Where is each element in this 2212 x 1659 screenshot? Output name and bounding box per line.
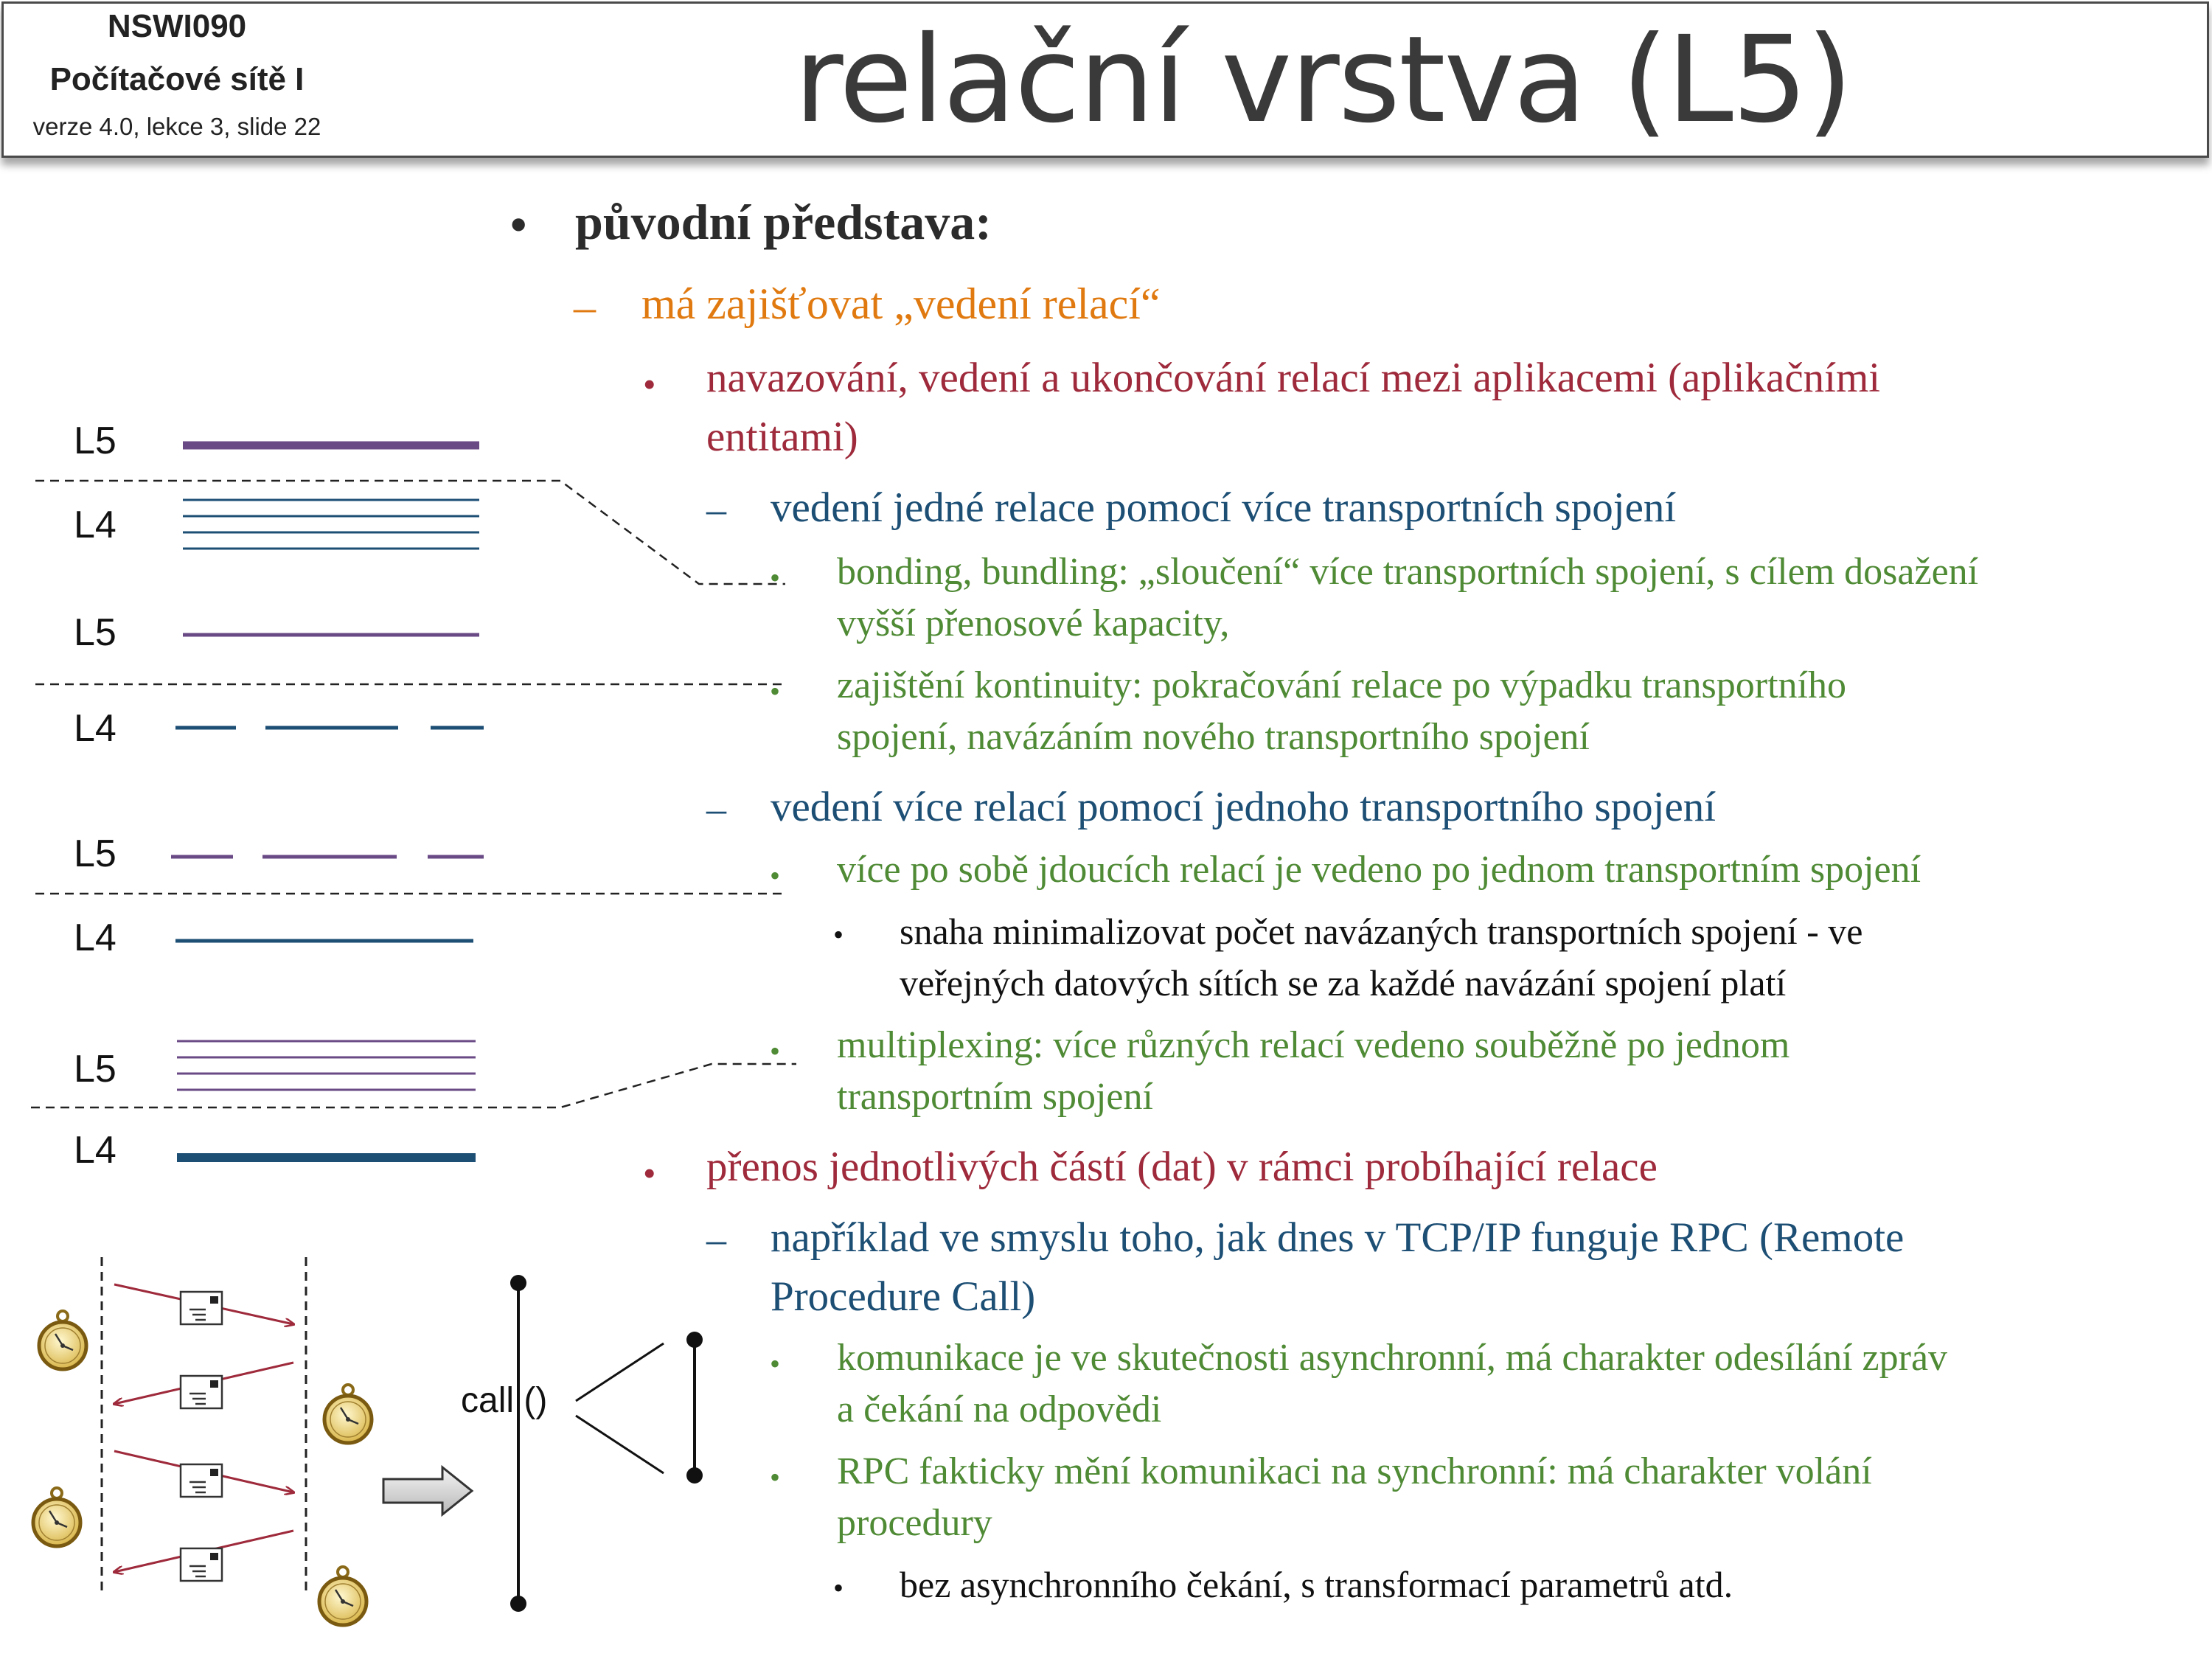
layer-label-l5: L5 <box>74 611 116 654</box>
item-async-communication-cont: a čekání na odpovědi <box>837 1388 1162 1430</box>
item-multiplexing: multiplexing: více různých relací vedeno… <box>837 1024 1790 1066</box>
item-session-lifecycle: navazování, vedení a ukončování relací m… <box>706 355 1881 401</box>
bullet-marker: • <box>770 859 781 892</box>
layer-label-l4: L4 <box>74 504 116 546</box>
item-rpc-synchronous-cont: procedury <box>837 1502 992 1544</box>
slide-header: NSWI090 Počítačové sítě I verze 4.0, lek… <box>1 1 2209 158</box>
layer-label-l5: L5 <box>74 420 116 462</box>
bullet-marker: • <box>770 1034 781 1068</box>
dash-marker: – <box>574 282 596 331</box>
timeline-start-dot <box>510 1275 526 1291</box>
envelope-icon <box>179 1374 223 1410</box>
bullet-marker: • <box>770 1461 781 1494</box>
item-async-communication: komunikace je ve skutečnosti asynchronní… <box>837 1337 1948 1379</box>
envelope-icon <box>179 1547 223 1582</box>
call-line <box>575 1342 664 1402</box>
item-data-transfer: přenos jednotlivých částí (dat) v rámci … <box>706 1144 1658 1190</box>
layer-label-l4: L4 <box>74 707 116 750</box>
bullet-marker: • <box>643 1152 656 1194</box>
bullet-marker: • <box>510 198 527 251</box>
subbullet-session-management: má zajišťovat „vedení relací“ <box>641 279 1161 328</box>
item-rpc-example: například ve smyslu toho, jak dnes v TCP… <box>771 1214 1905 1261</box>
layer-label-l5: L5 <box>74 1048 116 1091</box>
dash-marker: – <box>706 1217 726 1262</box>
callee-end-dot <box>686 1467 703 1484</box>
item-bonding-cont: vyšší přenosové kapacity, <box>837 602 1230 644</box>
section-continuity <box>35 633 785 730</box>
bullet-marker: • <box>770 675 781 708</box>
item-many-sessions-one-connection: vedení více relací pomocí jednoho transp… <box>771 784 1717 830</box>
bullet-marker: • <box>770 561 781 594</box>
bullet-marker: • <box>833 1571 844 1604</box>
stopwatch-icon <box>39 1311 86 1369</box>
course-name: Počítačové sítě I <box>49 61 305 97</box>
item-continuity-cont: spojení, navázáním nového transportního … <box>837 716 1590 758</box>
timeline-end-dot <box>510 1596 526 1612</box>
callee-start-dot <box>686 1332 703 1348</box>
separator-dashed <box>31 1062 796 1109</box>
section-sequential <box>35 855 785 943</box>
bullet-marker: • <box>643 364 656 405</box>
item-multiplexing-cont: transportním spojení <box>837 1076 1153 1118</box>
dash-marker: – <box>706 487 726 532</box>
bullet-original-idea: původní představa: <box>575 194 992 250</box>
sync-call-diagram <box>510 1275 703 1612</box>
stopwatch-icon <box>319 1567 366 1625</box>
dash-marker: – <box>706 787 726 831</box>
envelope-icon <box>179 1463 223 1498</box>
layer-label-l4: L4 <box>74 1129 116 1172</box>
section-multiplexing <box>31 1040 796 1162</box>
item-minimize-connections-cont: veřejných datových sítích se za každé na… <box>900 962 1787 1004</box>
item-no-async-wait: bez asynchronního čekání, s transformací… <box>900 1564 1733 1605</box>
course-code: NSWI090 <box>107 8 247 44</box>
arrow-right-icon <box>382 1464 474 1517</box>
item-session-lifecycle-cont: entitami) <box>706 414 858 460</box>
stopwatch-icon <box>324 1385 372 1443</box>
item-one-session-many-connections: vedení jedné relace pomocí více transpor… <box>771 484 1677 531</box>
bullet-marker: • <box>833 918 844 951</box>
layer-label-l5: L5 <box>74 832 116 875</box>
slide-title: relační vrstva (L5) <box>794 11 1853 150</box>
bullet-marker: • <box>770 1347 781 1380</box>
separator-dashed <box>35 479 785 585</box>
item-rpc-synchronous: RPC fakticky mění komunikaci na synchron… <box>837 1450 1872 1492</box>
return-line <box>575 1414 664 1475</box>
item-continuity: zajištění kontinuity: pokračování relace… <box>837 664 1846 706</box>
slide-version: verze 4.0, lekce 3, slide 22 <box>32 113 321 140</box>
rpc-call-label: call () <box>461 1381 548 1420</box>
stopwatch-icon <box>33 1488 80 1546</box>
layer-label-l4: L4 <box>74 917 116 959</box>
item-bonding: bonding, bundling: „sloučení“ více trans… <box>837 551 1979 593</box>
item-minimize-connections: snaha minimalizovat počet navázaných tra… <box>900 911 1863 952</box>
item-rpc-example-cont: Procedure Call) <box>771 1273 1036 1320</box>
async-messages <box>33 1257 372 1625</box>
item-sequential-sessions: více po sobě jdoucích relací je vedeno p… <box>837 849 1921 891</box>
section-bonding <box>35 441 785 585</box>
envelope-icon <box>179 1290 223 1326</box>
